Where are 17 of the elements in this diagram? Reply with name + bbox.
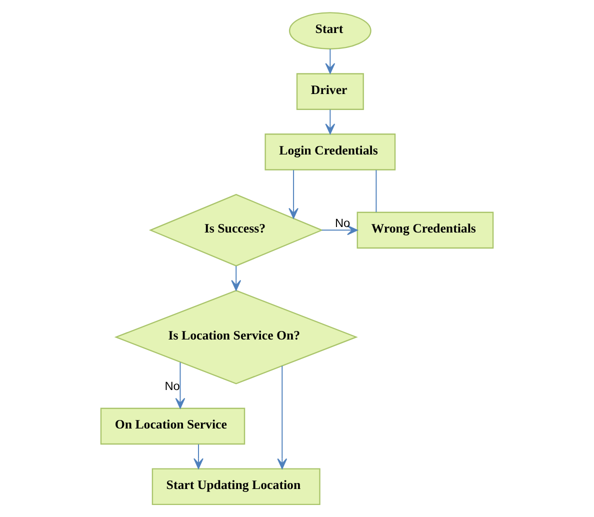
node-ellipse: Start	[288, 12, 372, 50]
node-box: Start Updating Location	[152, 468, 320, 506]
node-box: Wrong Credentials	[356, 212, 494, 249]
arrow	[231, 266, 242, 291]
arrow	[288, 170, 298, 219]
node-diamond: Is Success?	[148, 194, 324, 266]
arrow	[325, 48, 336, 74]
connector	[376, 170, 377, 213]
arrow	[277, 365, 288, 470]
edge-label: No	[334, 216, 350, 230]
arrow	[194, 444, 204, 469]
arrow	[321, 225, 358, 236]
node-box: Login Credentials	[264, 134, 396, 170]
arrow	[175, 362, 186, 409]
node-box: On Location Service	[100, 408, 246, 445]
node-box: Driver	[296, 73, 364, 110]
arrow	[325, 109, 336, 134]
